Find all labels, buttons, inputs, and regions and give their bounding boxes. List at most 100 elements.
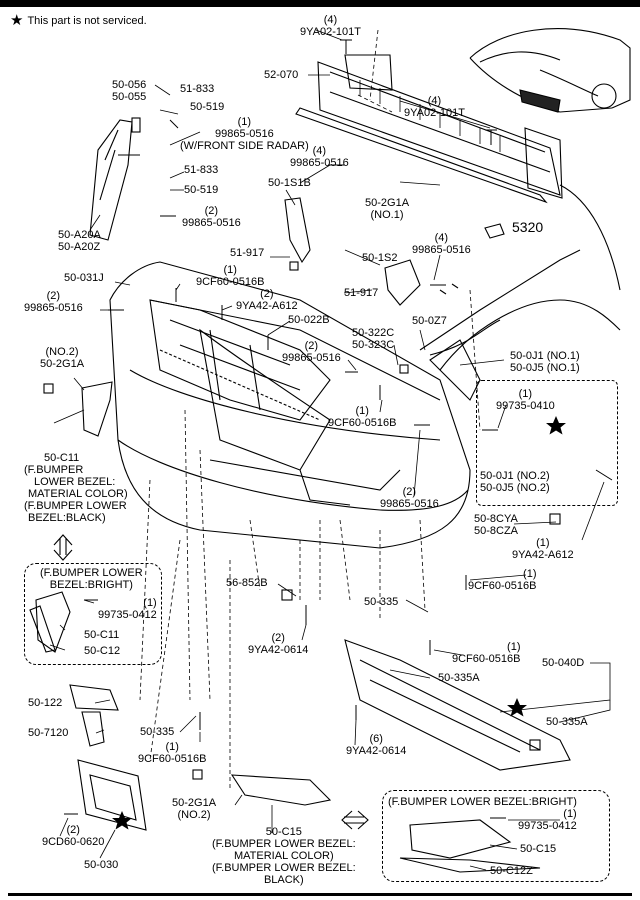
callout-9ya42-a612-b: (1) 9YA42-A612 bbox=[512, 537, 574, 561]
callout-50-c15-bright: 50-C15 bbox=[520, 843, 557, 855]
callout-50-031j: 50-031J bbox=[64, 272, 104, 284]
callout-part: 99735-0410 bbox=[496, 400, 555, 412]
callout-part: 9CD60-0620 bbox=[42, 836, 105, 848]
side-bracket-1s1b-art bbox=[284, 197, 311, 264]
callout-9cf60-0516b-e: (1) 9CF60-0516B bbox=[138, 741, 207, 765]
callout-part: 50-2G1A bbox=[172, 797, 217, 809]
bright-bezel-c11-art bbox=[35, 591, 71, 653]
clip-2g1a-no2b-art bbox=[192, 769, 203, 780]
license-plate-bracket-art bbox=[77, 759, 147, 831]
callout-note: (NO.2) bbox=[45, 346, 79, 358]
lower-bezel-c15-art bbox=[230, 774, 332, 806]
callout-99735-0410: (1) 99735-0410 bbox=[496, 388, 555, 412]
callout-50-c12: 50-C12 bbox=[84, 645, 121, 657]
callout-qty: (1) bbox=[563, 808, 577, 820]
callout-50-1s2: 50-1S2 bbox=[362, 252, 398, 264]
callout-part: 9CF60-0516B bbox=[196, 276, 265, 288]
callout-50-040d: 50-040D bbox=[542, 657, 585, 669]
callout-note: (F.BUMPER LOWER bbox=[40, 567, 143, 579]
callout-note: (NO.2) bbox=[177, 809, 211, 821]
callout-9ya42-0614-b: (6) 9YA42-0614 bbox=[346, 733, 406, 757]
callout-9ya42-a612-a: (2) 9YA42-A612 bbox=[236, 288, 298, 312]
callout-qty: (2) bbox=[46, 290, 61, 302]
callout-50-a20a: 50-A20A 50-A20Z bbox=[58, 229, 101, 253]
lower-grille-art bbox=[344, 639, 571, 771]
bezel-bright-group-right bbox=[382, 790, 610, 882]
callout-51-833-b: 51-833 bbox=[184, 164, 219, 176]
callout-part: 99735-0412 bbox=[518, 820, 577, 832]
bright-bezel-c12z-art bbox=[399, 857, 541, 873]
callout-note: (NO.2) bbox=[516, 470, 550, 482]
callout-50-335-a: 50-335 bbox=[364, 596, 399, 608]
callout-part: 50-2G1A bbox=[365, 197, 410, 209]
callout-qty: (1) bbox=[237, 116, 252, 128]
callout-note: (W/FRONT SIDE RADAR) bbox=[180, 140, 309, 152]
bright-bezel-c15-art bbox=[409, 819, 512, 859]
callout-part: 9YA02-101T bbox=[300, 26, 361, 38]
callout-9cf60-0516b-a: (1) 9CF60-0516B bbox=[196, 264, 265, 288]
callout-50-7120: 50-7120 bbox=[28, 727, 69, 739]
clip-group-right bbox=[476, 380, 618, 506]
callout-50-335-b: 50-335 bbox=[140, 726, 175, 738]
callout-50-8cya: 50-8CYA 50-8CZA bbox=[474, 513, 518, 537]
callout-99865-0516-b: (4) 99865-0516 bbox=[290, 145, 349, 169]
connector-5320-icon bbox=[484, 223, 505, 239]
callout-part: 50-2G1A bbox=[40, 358, 85, 370]
callout-bezel-bright-note: (F.BUMPER LOWER BEZEL:BRIGHT) bbox=[40, 567, 143, 591]
callout-qty: (1) bbox=[518, 388, 533, 400]
callout-qty: (4) bbox=[434, 232, 449, 244]
callout-99865-0516-f: (2) 99865-0516 bbox=[282, 340, 341, 364]
callout-part: 50-A20Z bbox=[58, 241, 101, 253]
clip-2g1a-no2-art bbox=[43, 383, 54, 394]
callout-51-833-a: 51-833 bbox=[180, 83, 215, 95]
star-marks bbox=[112, 416, 566, 830]
callout-part: 50-A20A bbox=[58, 229, 101, 241]
callout-qty: (6) bbox=[369, 733, 383, 745]
callout-part: 9YA42-0614 bbox=[248, 644, 309, 656]
callout-part: 9YA42-A612 bbox=[236, 300, 298, 312]
callout-part: 50-C15 bbox=[265, 826, 302, 838]
leader-lines bbox=[49, 29, 611, 871]
callout-50-c15-material: 50-C15 (F.BUMPER LOWER BEZEL: MATERIAL C… bbox=[212, 826, 356, 886]
callout-part: 9YA42-0614 bbox=[346, 745, 407, 757]
callout-50-0z7: 50-0Z7 bbox=[412, 315, 447, 327]
top-rule bbox=[0, 0, 640, 7]
callout-qty: (2) bbox=[271, 632, 285, 644]
callout-50-322c: 50-322C 50-323C bbox=[352, 327, 394, 351]
left-side-bracket-art bbox=[89, 117, 141, 241]
callout-part: 9YA02-101T bbox=[404, 107, 465, 119]
callout-note: (F.BUMPER bbox=[24, 464, 84, 476]
callout-part: 9CF60-0516B bbox=[328, 417, 397, 429]
callout-note: BEZEL:BLACK) bbox=[28, 512, 106, 524]
callout-52-070: 52-070 bbox=[264, 69, 299, 81]
callout-part: 50-056 bbox=[112, 79, 147, 91]
callout-part: 99865-0516 bbox=[182, 217, 241, 229]
callout-note: (F.BUMPER LOWER bbox=[24, 500, 127, 512]
car-silhouette-icon bbox=[469, 28, 631, 113]
bumper-fascia-art bbox=[109, 261, 471, 549]
callout-qty: (1) bbox=[143, 597, 157, 609]
callout-note: LOWER BEZEL: bbox=[34, 476, 116, 488]
callout-note: MATERIAL COLOR) bbox=[28, 488, 128, 500]
harness-art bbox=[419, 249, 581, 351]
callout-99735-0412-a: (1) 99735-0412 bbox=[98, 597, 157, 621]
callout-50-2g1a-no2b: 50-2G1A (NO.2) bbox=[172, 797, 216, 821]
callout-99735-0412-b: (1) 99735-0412 bbox=[518, 808, 577, 832]
callout-50-335a-b: 50-335A bbox=[546, 716, 588, 728]
callout-part: 9YA42-A612 bbox=[512, 549, 574, 561]
callout-qty: (2) bbox=[402, 486, 417, 498]
bumper-reinforcement-art bbox=[295, 54, 563, 204]
callout-part: 9CF60-0516B bbox=[138, 753, 207, 765]
callout-part: 50-0J5 bbox=[480, 482, 514, 494]
lower-bezel-c11-art bbox=[81, 381, 113, 437]
callout-part: 50-0J5 bbox=[510, 362, 544, 374]
bottom-rule bbox=[8, 893, 632, 896]
callout-9cd60-0620: (2) 9CD60-0620 bbox=[42, 824, 104, 848]
bezel-bright-group-left bbox=[24, 563, 162, 665]
callout-50-519-a: 50-519 bbox=[190, 101, 225, 113]
callout-qty: (2) bbox=[66, 824, 80, 836]
callout-9ya42-0614-a: (2) 9YA42-0614 bbox=[248, 632, 308, 656]
callout-51-917-a: 51-917 bbox=[230, 247, 265, 259]
callout-50-c12z: 50-C12Z bbox=[490, 865, 533, 877]
callout-note: (NO.1) bbox=[370, 209, 404, 221]
